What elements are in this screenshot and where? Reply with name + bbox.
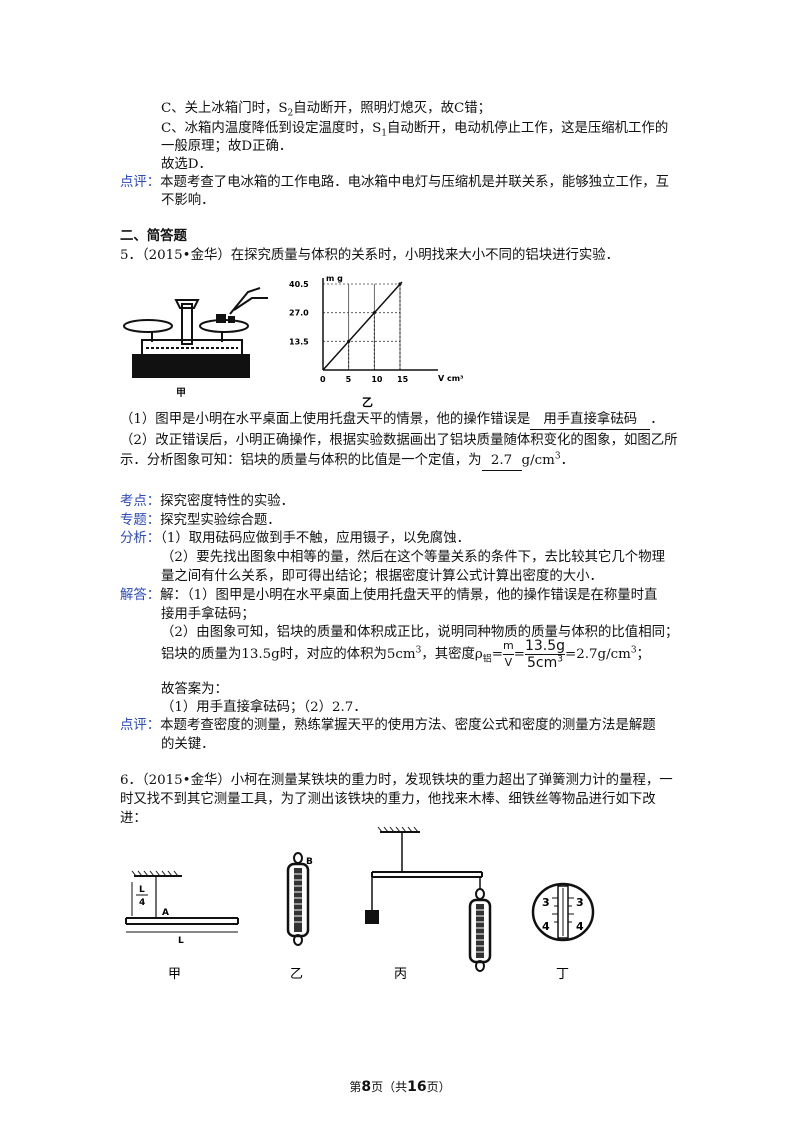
x-tick-label: 10 [371, 375, 383, 384]
q5-part1: （1）图甲是小明在水平桌面上使用托盘天平的情景，他的操作错误是用手直接拿砝码． [120, 411, 664, 430]
fig-label-jia-2: 甲 [168, 967, 181, 982]
svg-text:4: 4 [139, 898, 145, 908]
q6-figures: L 4 A L 甲 B 乙 丙 [125, 826, 595, 982]
left-pan [123, 319, 173, 333]
svg-text:3: 3 [542, 896, 550, 909]
answer: （1）用手直接拿砝码；（2）2.7． [161, 700, 367, 715]
page-footer: 第8页（共16页） [349, 1079, 451, 1095]
fenxi-2: （2）要先找出图象中相等的量，然后在这个等量关系的条件下，去比较其它几个物理 [161, 550, 665, 565]
svg-text:L: L [178, 936, 184, 946]
jieda: 解答：解：（1）图甲是小明在水平桌面上使用托盘天平的情景，他的操作错误是在称量时… [120, 588, 658, 603]
y-axis-label: m g [326, 274, 343, 283]
spring-scale-yi: B 乙 [286, 852, 313, 982]
jieda-3: （2）由图象可知，铝块的质量和体积成正比，说明同种物质的质量与体积的比值相同； [161, 625, 679, 640]
fig-label-bing: 丙 [394, 967, 407, 982]
data-point [398, 282, 402, 286]
answer-intro: 故答案为： [161, 682, 228, 697]
q5-stem: 5．（2015•金华）在探究质量与体积的关系时，小明找来大小不同的铝块进行实验． [120, 248, 620, 263]
fig-label-ding: 丁 [556, 967, 569, 982]
x-tick-label: 0 [320, 375, 326, 384]
x-axis-label: V cm³ [438, 374, 464, 383]
jieda-2: 接用手拿砝码； [161, 607, 255, 622]
y-tick-label: 27.0 [289, 309, 309, 318]
balance-base [132, 354, 250, 378]
mass-volume-graph: 0 5 10 15 13.5 27.0 40.5 m g V cm³ 乙 [289, 274, 464, 409]
prev-line-c1: C、关上冰箱门时，S2自动断开，照明灯熄灭，故C错； [161, 101, 491, 119]
lever-figure-bing: 丙 [365, 826, 492, 982]
lever-figure-jia: L 4 A L 甲 [125, 870, 239, 982]
prev-comment: 点评：本题考查了电冰箱的工作电路．电冰箱中电灯与压缩机是并联关系，能够独立工作，… [120, 175, 670, 190]
y-tick-label: 40.5 [289, 280, 309, 289]
q5-comment-2: 的关键． [161, 737, 215, 752]
svg-text:L: L [139, 885, 145, 895]
svg-text:4: 4 [576, 920, 584, 933]
y-tick-label: 13.5 [289, 337, 309, 346]
q5-comment: 点评：本题考查密度的测量，熟练掌握天平的使用方法、密度公式和密度的测量方法是解题 [120, 718, 656, 733]
zhuanti: 专题：探究型实验综合题． [120, 513, 281, 528]
data-point [372, 311, 376, 315]
data-line [322, 281, 403, 371]
fig-label-yi: 乙 [362, 396, 373, 409]
data-point [347, 339, 351, 343]
dial-figure-ding: 3 4 3 4 丁 [531, 882, 595, 982]
x-tick-label: 5 [346, 375, 352, 384]
kaodian: 考点：探究密度特性的实验． [120, 494, 295, 509]
q6-line2: 时又找不到其它测量工具，为了测出该铁块的重力，他找来木棒、细铁丝等物品进行如下改 [120, 792, 656, 807]
q6-line1: 6．（2015•金华）小柯在测量某铁块的重力时，发现铁块的重力超出了弹簧测力计的… [120, 773, 673, 788]
svg-text:4: 4 [542, 920, 550, 933]
svg-text:3: 3 [576, 896, 584, 909]
prev-line-c4: 故选D． [161, 157, 212, 172]
fenxi: 分析：（1）取用砝码应做到手不触，应用镊子，以免腐蚀． [120, 531, 470, 546]
q6-line3: 进： [120, 811, 147, 826]
fig-label-jia: 甲 [176, 387, 186, 399]
prev-line-c2: C、冰箱内温度降低到设定温度时，S1自动断开，电动机停止工作，这是压缩机工作的 [161, 121, 669, 139]
svg-text:A: A [162, 908, 169, 918]
fenxi-3: 量之间有什么关系，即可得出结论；根据密度计算公式计算出密度的大小． [161, 569, 603, 584]
q5-part2-line1: （2）改正错误后，小明正确操作，根据实验数据画出了铝块质量随体积变化的图象，如图… [120, 433, 678, 448]
fig-label-yi-2: 乙 [290, 967, 303, 982]
x-tick-label: 15 [397, 375, 409, 384]
svg-text:B: B [306, 857, 313, 867]
section-title: 二、简答题 [120, 229, 187, 244]
prev-comment-2: 不影响． [161, 193, 215, 208]
balance-figure: 甲 [123, 287, 268, 399]
prev-line-c3: 一般原理；故D正确． [161, 139, 293, 154]
